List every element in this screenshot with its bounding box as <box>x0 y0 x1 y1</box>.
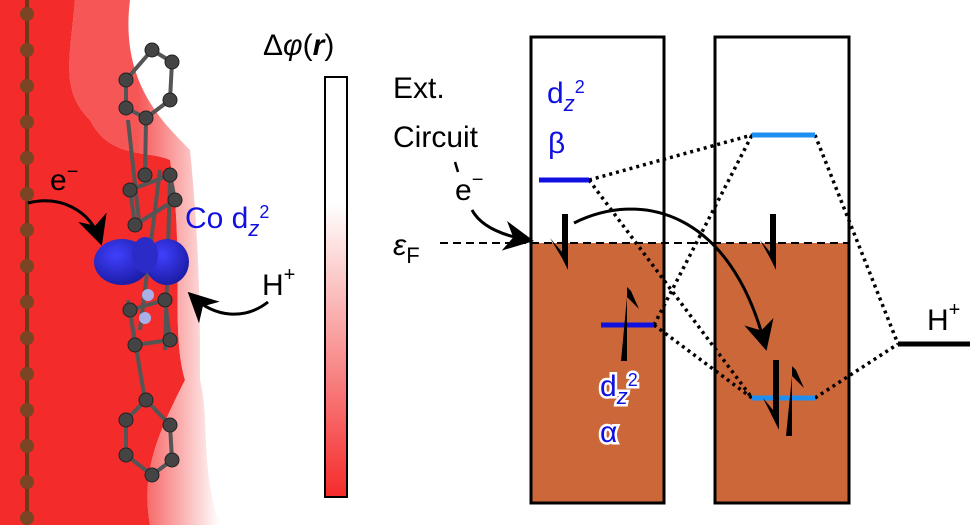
carbon-atom <box>164 452 180 468</box>
circuit-electron-label: e− <box>455 169 483 207</box>
electron-transfer-arrow <box>27 199 107 246</box>
spin-down-arrow-2 <box>760 214 776 270</box>
circuit-label-line2: Circuit <box>393 121 479 154</box>
carbon-atom <box>144 467 160 483</box>
carbon-atom <box>118 447 134 463</box>
co-orbital-box <box>529 35 666 505</box>
carbon-atom <box>138 392 154 408</box>
electrode-atom <box>20 187 34 201</box>
circuit-label-line1: Ext. <box>393 72 445 105</box>
carbon-atom <box>162 417 178 433</box>
electrode-band-filled <box>531 243 664 503</box>
carbon-atom <box>144 42 160 58</box>
colorbar-title: Δφ(r) <box>263 29 334 62</box>
carbon-atom <box>118 72 134 88</box>
carbon-atom <box>122 182 138 198</box>
electrode-atom <box>20 151 34 165</box>
beta-orbital-label: dz2 <box>547 77 585 116</box>
electrode-atom <box>20 295 34 309</box>
spin-up-arrow-2 <box>786 366 804 436</box>
adduct-band-filled <box>715 243 849 503</box>
electrode-atom <box>20 331 34 345</box>
electron-label: e− <box>50 161 78 197</box>
electrode-atom <box>20 43 34 57</box>
electrode-atom <box>20 511 34 525</box>
co-dz2-label: Co dz2 <box>185 202 269 241</box>
electrode-atom <box>20 223 34 237</box>
beta-spin-label: β <box>548 127 565 160</box>
proton-label: H+ <box>262 264 295 302</box>
carbon-atom <box>157 292 173 308</box>
co-dz2-orbital <box>94 237 189 324</box>
carbon-atom <box>164 54 180 70</box>
proton-level-label: H+ <box>927 299 960 337</box>
carbon-atom <box>127 217 143 233</box>
fermi-level-label: εF <box>393 229 420 268</box>
electrode-atom <box>20 115 34 129</box>
electrode-atom <box>20 439 34 453</box>
spin-up-arrow <box>621 287 639 361</box>
co-h-orbital-box <box>713 35 851 505</box>
carbon-atom <box>162 332 178 348</box>
spin-down-arrow <box>550 214 568 270</box>
colorbar <box>324 76 348 498</box>
carbon-atom <box>118 412 134 428</box>
spin-down-arrow-3 <box>763 360 779 430</box>
carbon-atom <box>122 302 138 318</box>
carbon-atom <box>127 337 143 353</box>
potential-field <box>0 0 220 525</box>
correlation-lines <box>587 133 900 400</box>
carbon-atom <box>137 167 153 183</box>
alpha-orbital-label: dz2 <box>600 370 638 409</box>
carbon-atom <box>167 192 183 208</box>
carbon-atom <box>162 92 178 108</box>
electron-transfer-arrow-diagram <box>573 207 774 351</box>
alpha-spin-label: α <box>600 416 617 449</box>
circuit-electron-arrow <box>470 209 534 251</box>
electrode-atom <box>20 403 34 417</box>
electrode-atom <box>20 367 34 381</box>
carbon-atom <box>118 100 134 116</box>
carbon-atom <box>162 167 178 183</box>
electrode-atom <box>20 79 34 93</box>
electrode-chain <box>20 0 34 525</box>
electrode-atom <box>20 259 34 273</box>
electrode-atom <box>20 7 34 21</box>
proton-arrow <box>187 291 269 324</box>
electrode-atom <box>20 475 34 489</box>
carbon-atom <box>138 110 154 126</box>
circuit-tick <box>453 161 460 173</box>
